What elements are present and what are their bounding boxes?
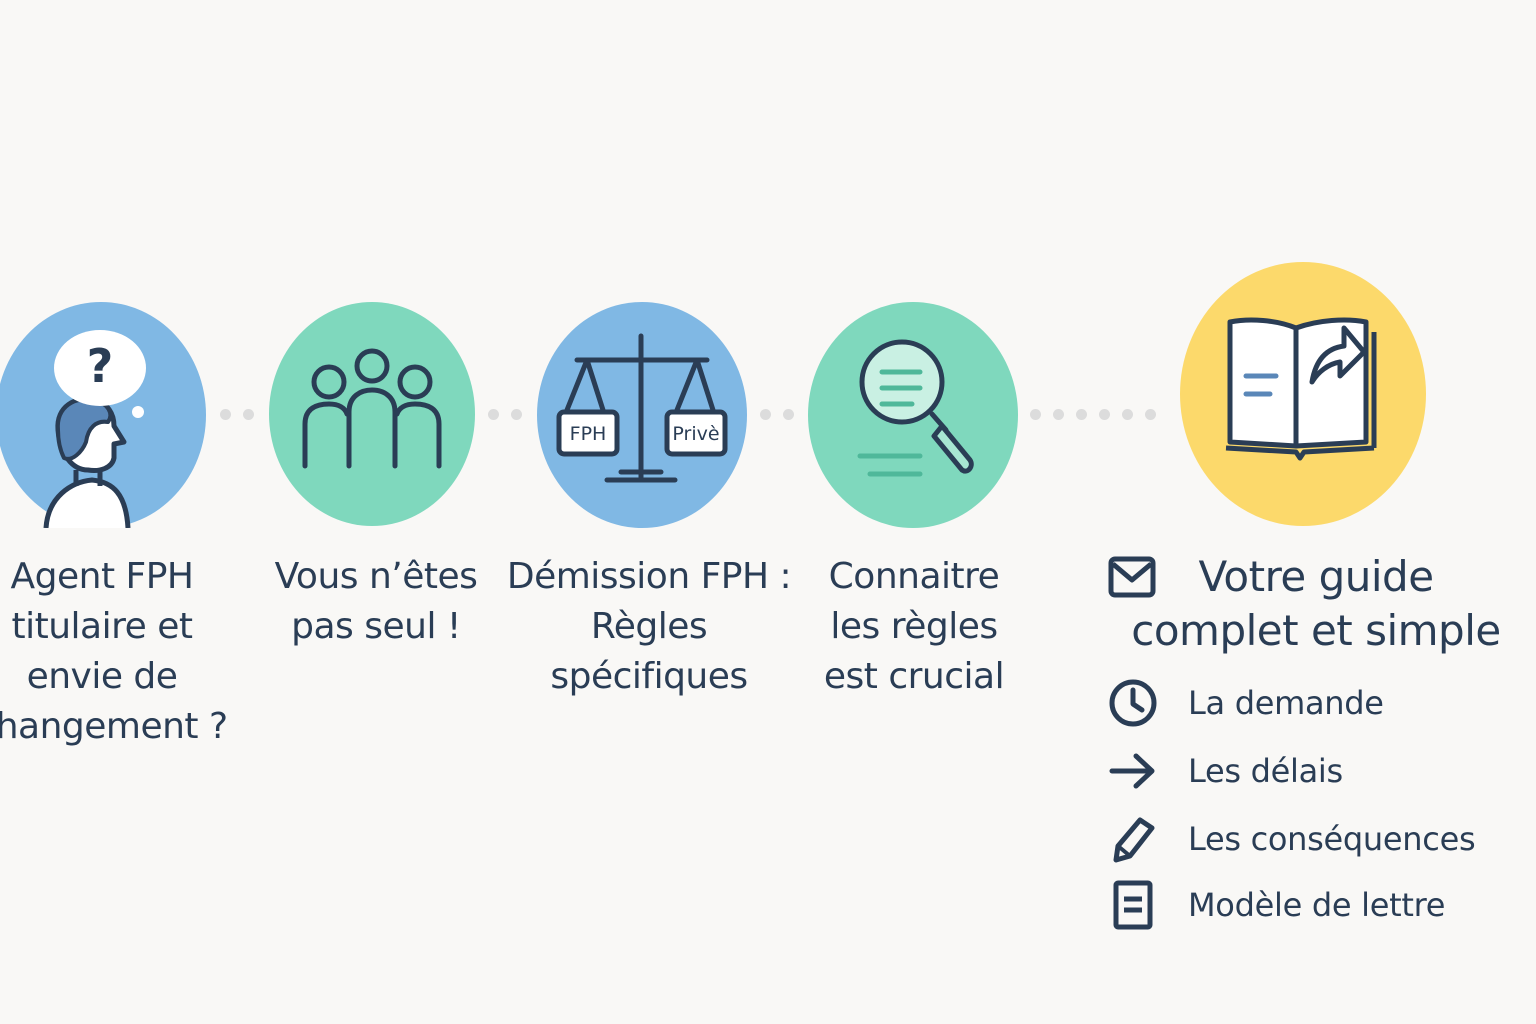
group-icon xyxy=(302,348,442,469)
document-icon xyxy=(1108,880,1158,930)
person-question-icon xyxy=(43,330,146,528)
connector-2 xyxy=(488,408,522,420)
arrow-right-icon xyxy=(1108,746,1158,796)
connector-3 xyxy=(760,408,794,420)
envelope-icon xyxy=(1108,556,1156,598)
guide-item-modele: Modèle de lettre xyxy=(1108,880,1445,930)
pencil-icon xyxy=(1108,814,1158,864)
connector-4 xyxy=(1030,408,1156,420)
step-circle-3: FPH Privè xyxy=(537,302,747,528)
step-circle-1: ? xyxy=(0,302,206,528)
connector-1 xyxy=(220,408,254,420)
question-mark: ? xyxy=(86,339,114,393)
magnifier-icon xyxy=(857,339,974,477)
step-label-3: Démission FPH : Règles spécifiques xyxy=(506,556,792,697)
guide-item-consequences: Les conséquences xyxy=(1108,814,1476,864)
step-label-2: Vous n’êtes pas seul ! xyxy=(274,556,478,647)
guide-item-label: Les conséquences xyxy=(1188,820,1476,858)
guide-item-delais: Les délais xyxy=(1108,746,1343,796)
guide-circle xyxy=(1180,262,1426,526)
step-circle-4 xyxy=(808,302,1018,528)
guide-item-label: Modèle de lettre xyxy=(1188,886,1446,924)
scale-pan-prive: Privè xyxy=(672,423,720,445)
guide-item-demande: La demande xyxy=(1108,678,1384,728)
guide-title: Votre guide complet et simple xyxy=(1131,552,1501,655)
open-book-share-icon xyxy=(1225,317,1377,461)
guide-item-label: Les délais xyxy=(1188,752,1343,790)
step-circle-2 xyxy=(269,302,475,526)
scales-icon xyxy=(556,333,728,483)
step-label-4: Connaitre les règles est crucial xyxy=(823,556,1005,697)
scale-pan-fph: FPH xyxy=(569,423,607,445)
step-label-1: Agent FPH titulaire et envie de changeme… xyxy=(0,556,228,747)
clock-icon xyxy=(1108,678,1158,728)
guide-item-label: La demande xyxy=(1188,684,1384,722)
